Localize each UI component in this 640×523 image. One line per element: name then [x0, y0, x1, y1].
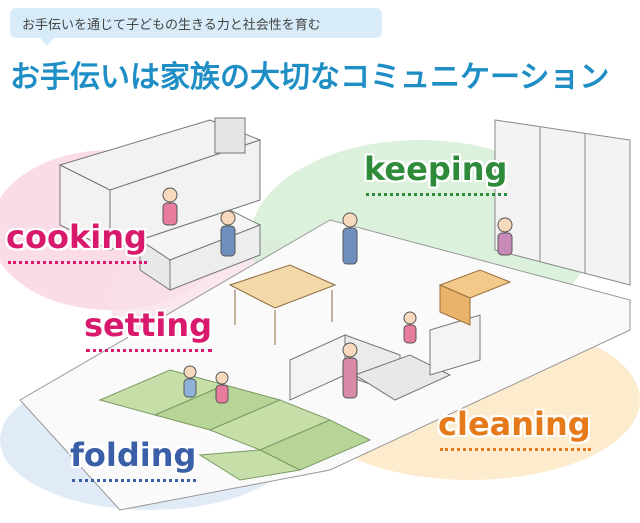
cooking-label: cooking	[6, 218, 147, 264]
setting-label: setting	[84, 306, 212, 352]
toy-area	[438, 269, 512, 326]
setting-label-text: setting	[84, 306, 212, 344]
kitchen	[58, 117, 262, 291]
folding-label-text: folding	[70, 436, 197, 474]
cleaning-label: cleaning	[438, 405, 591, 451]
folding-underline	[72, 479, 197, 482]
cooking-label-text: cooking	[6, 218, 147, 256]
cooking-underline	[8, 261, 147, 264]
folding-label: folding	[70, 436, 197, 482]
cleaning-label-text: cleaning	[438, 405, 591, 443]
page-title: お手伝いは家族の大切なコミュニケーション	[10, 60, 610, 95]
keeping-label-text: keeping	[364, 150, 508, 188]
keeping-label: keeping	[364, 150, 508, 196]
tatami-room	[98, 369, 372, 481]
page-subtitle: お手伝いを通じて子どもの生きる力と社会性を育む	[22, 18, 321, 33]
dining-table	[228, 264, 337, 345]
speech-bubble	[10, 8, 382, 46]
setting-underline	[86, 349, 212, 352]
cleaning-underline	[440, 448, 591, 451]
keeping-underline	[366, 193, 508, 196]
family-figures	[162, 187, 513, 404]
living-room	[289, 314, 481, 401]
storage-wall	[494, 119, 631, 286]
